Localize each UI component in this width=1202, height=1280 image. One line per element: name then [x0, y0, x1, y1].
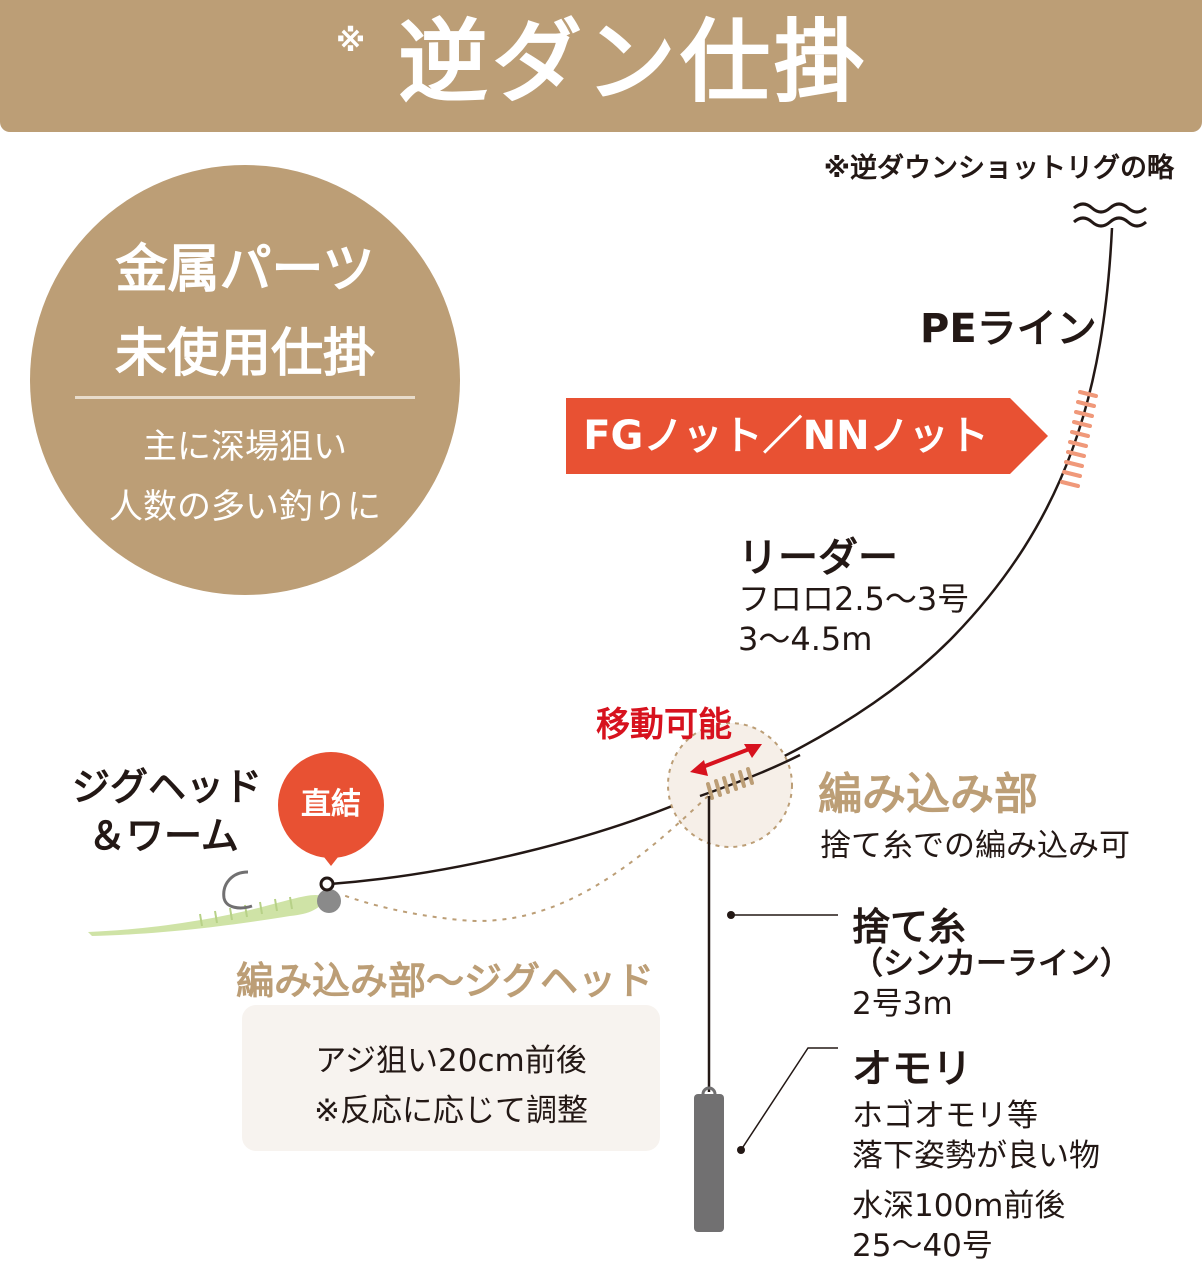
omori-desc3: 水深100m前後 [852, 1188, 1066, 1224]
braid-title: 編み込み部 [818, 769, 1038, 820]
header-banner: ※ 逆ダン仕掛 [0, 0, 1202, 132]
omori-callout [737, 1047, 838, 1154]
sinker-icon [694, 1086, 724, 1232]
hook-icon [222, 870, 253, 910]
range-note2: ※反応に応じて調整 [314, 1093, 588, 1129]
badge-sub2: 人数の多い釣りに [109, 487, 381, 527]
omori-desc2: 落下姿勢が良い物 [852, 1138, 1100, 1174]
badge-divider [75, 396, 415, 399]
sute-ito-title: 捨て糸 [852, 905, 967, 949]
pe-line-label: PEライン [920, 306, 1097, 352]
sute-ito-subtitle: （シンカーライン） [852, 946, 1131, 982]
leader-spec-material: フロロ2.5〜3号 [738, 580, 970, 618]
header-note-mark: ※ [336, 24, 366, 59]
range-title: 編み込み部〜ジグヘッド [236, 959, 655, 1003]
jighead-icon [317, 876, 341, 913]
omori-desc1: ホゴオモリ等 [852, 1098, 1038, 1134]
water-surface-icon [1073, 202, 1147, 228]
main-line [329, 227, 1114, 886]
abbreviation-note: ※逆ダウンショットリグの略 [823, 153, 1174, 184]
braid-coil-icon [706, 767, 754, 800]
jighead-label-line2: ＆ワーム [88, 814, 239, 858]
badge-sub1: 主に深場狙い [143, 427, 347, 467]
range-dotted-line [339, 795, 709, 922]
sute-ito-callout [727, 911, 838, 919]
knot-coil-icon [1060, 390, 1098, 488]
leader-title: リーダー [738, 535, 898, 581]
range-note-box: アジ狙い20cm前後 ※反応に応じて調整 [242, 1005, 660, 1151]
movable-label: 移動可能 [596, 705, 732, 745]
braid-desc: 捨て糸での編み込み可 [820, 828, 1130, 864]
jighead-label-line1: ジグヘッド [72, 765, 263, 809]
omori-desc4: 25〜40号 [852, 1228, 993, 1264]
leader-spec-length: 3〜4.5m [738, 620, 873, 658]
omori-title: オモリ [852, 1046, 972, 1092]
main-line-braid-segment [699, 753, 801, 798]
sute-ito-spec: 2号3m [852, 986, 953, 1022]
badge-line1: 金属パーツ [115, 240, 375, 300]
range-note1: アジ狙い20cm前後 [315, 1043, 587, 1079]
worm-icon [88, 894, 323, 936]
direct-connect-label: 直結 [301, 787, 361, 822]
knot-label: FGノット／NNノット [583, 413, 989, 459]
movable-arrow-icon [690, 744, 762, 776]
knot-banner [566, 398, 1048, 474]
feature-badge: 金属パーツ 未使用仕掛 主に深場狙い 人数の多い釣りに [30, 165, 460, 595]
page-title: 逆ダン仕掛 [398, 10, 868, 115]
badge-line2: 未使用仕掛 [114, 324, 375, 384]
direct-connect-bubble [278, 752, 384, 866]
